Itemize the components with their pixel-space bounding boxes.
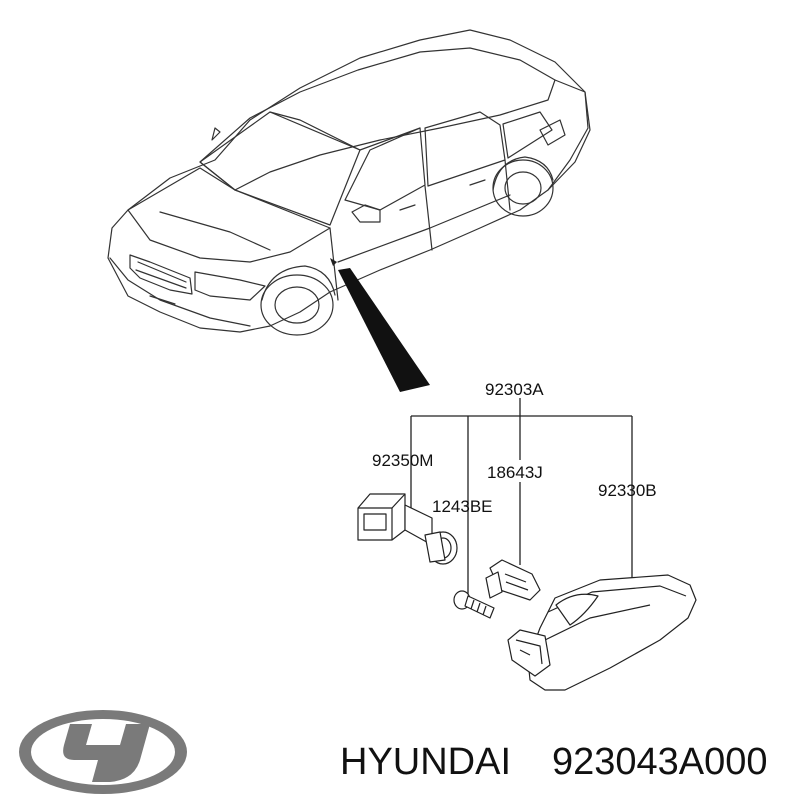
lamp-location-marker [330,258,337,266]
hyundai-logo-icon [19,710,187,794]
callout-label-92350m: 92350M [372,451,433,470]
socket-part [357,493,458,565]
screw-part [453,590,495,619]
car-illustration [107,29,591,336]
callout-label-18643j: 18643J [487,463,543,482]
part-number: 923043A000 [552,741,768,783]
callout-lines [410,398,633,600]
callout-label-92330b: 92330B [598,481,657,500]
lamp-part [507,574,697,691]
brand-name: HYUNDAI [340,741,511,783]
callout-label-1243be: 1243BE [432,497,493,516]
pointer-arrow [338,268,430,392]
bulb-part [485,559,541,601]
callout-label-92303a: 92303A [485,380,544,399]
